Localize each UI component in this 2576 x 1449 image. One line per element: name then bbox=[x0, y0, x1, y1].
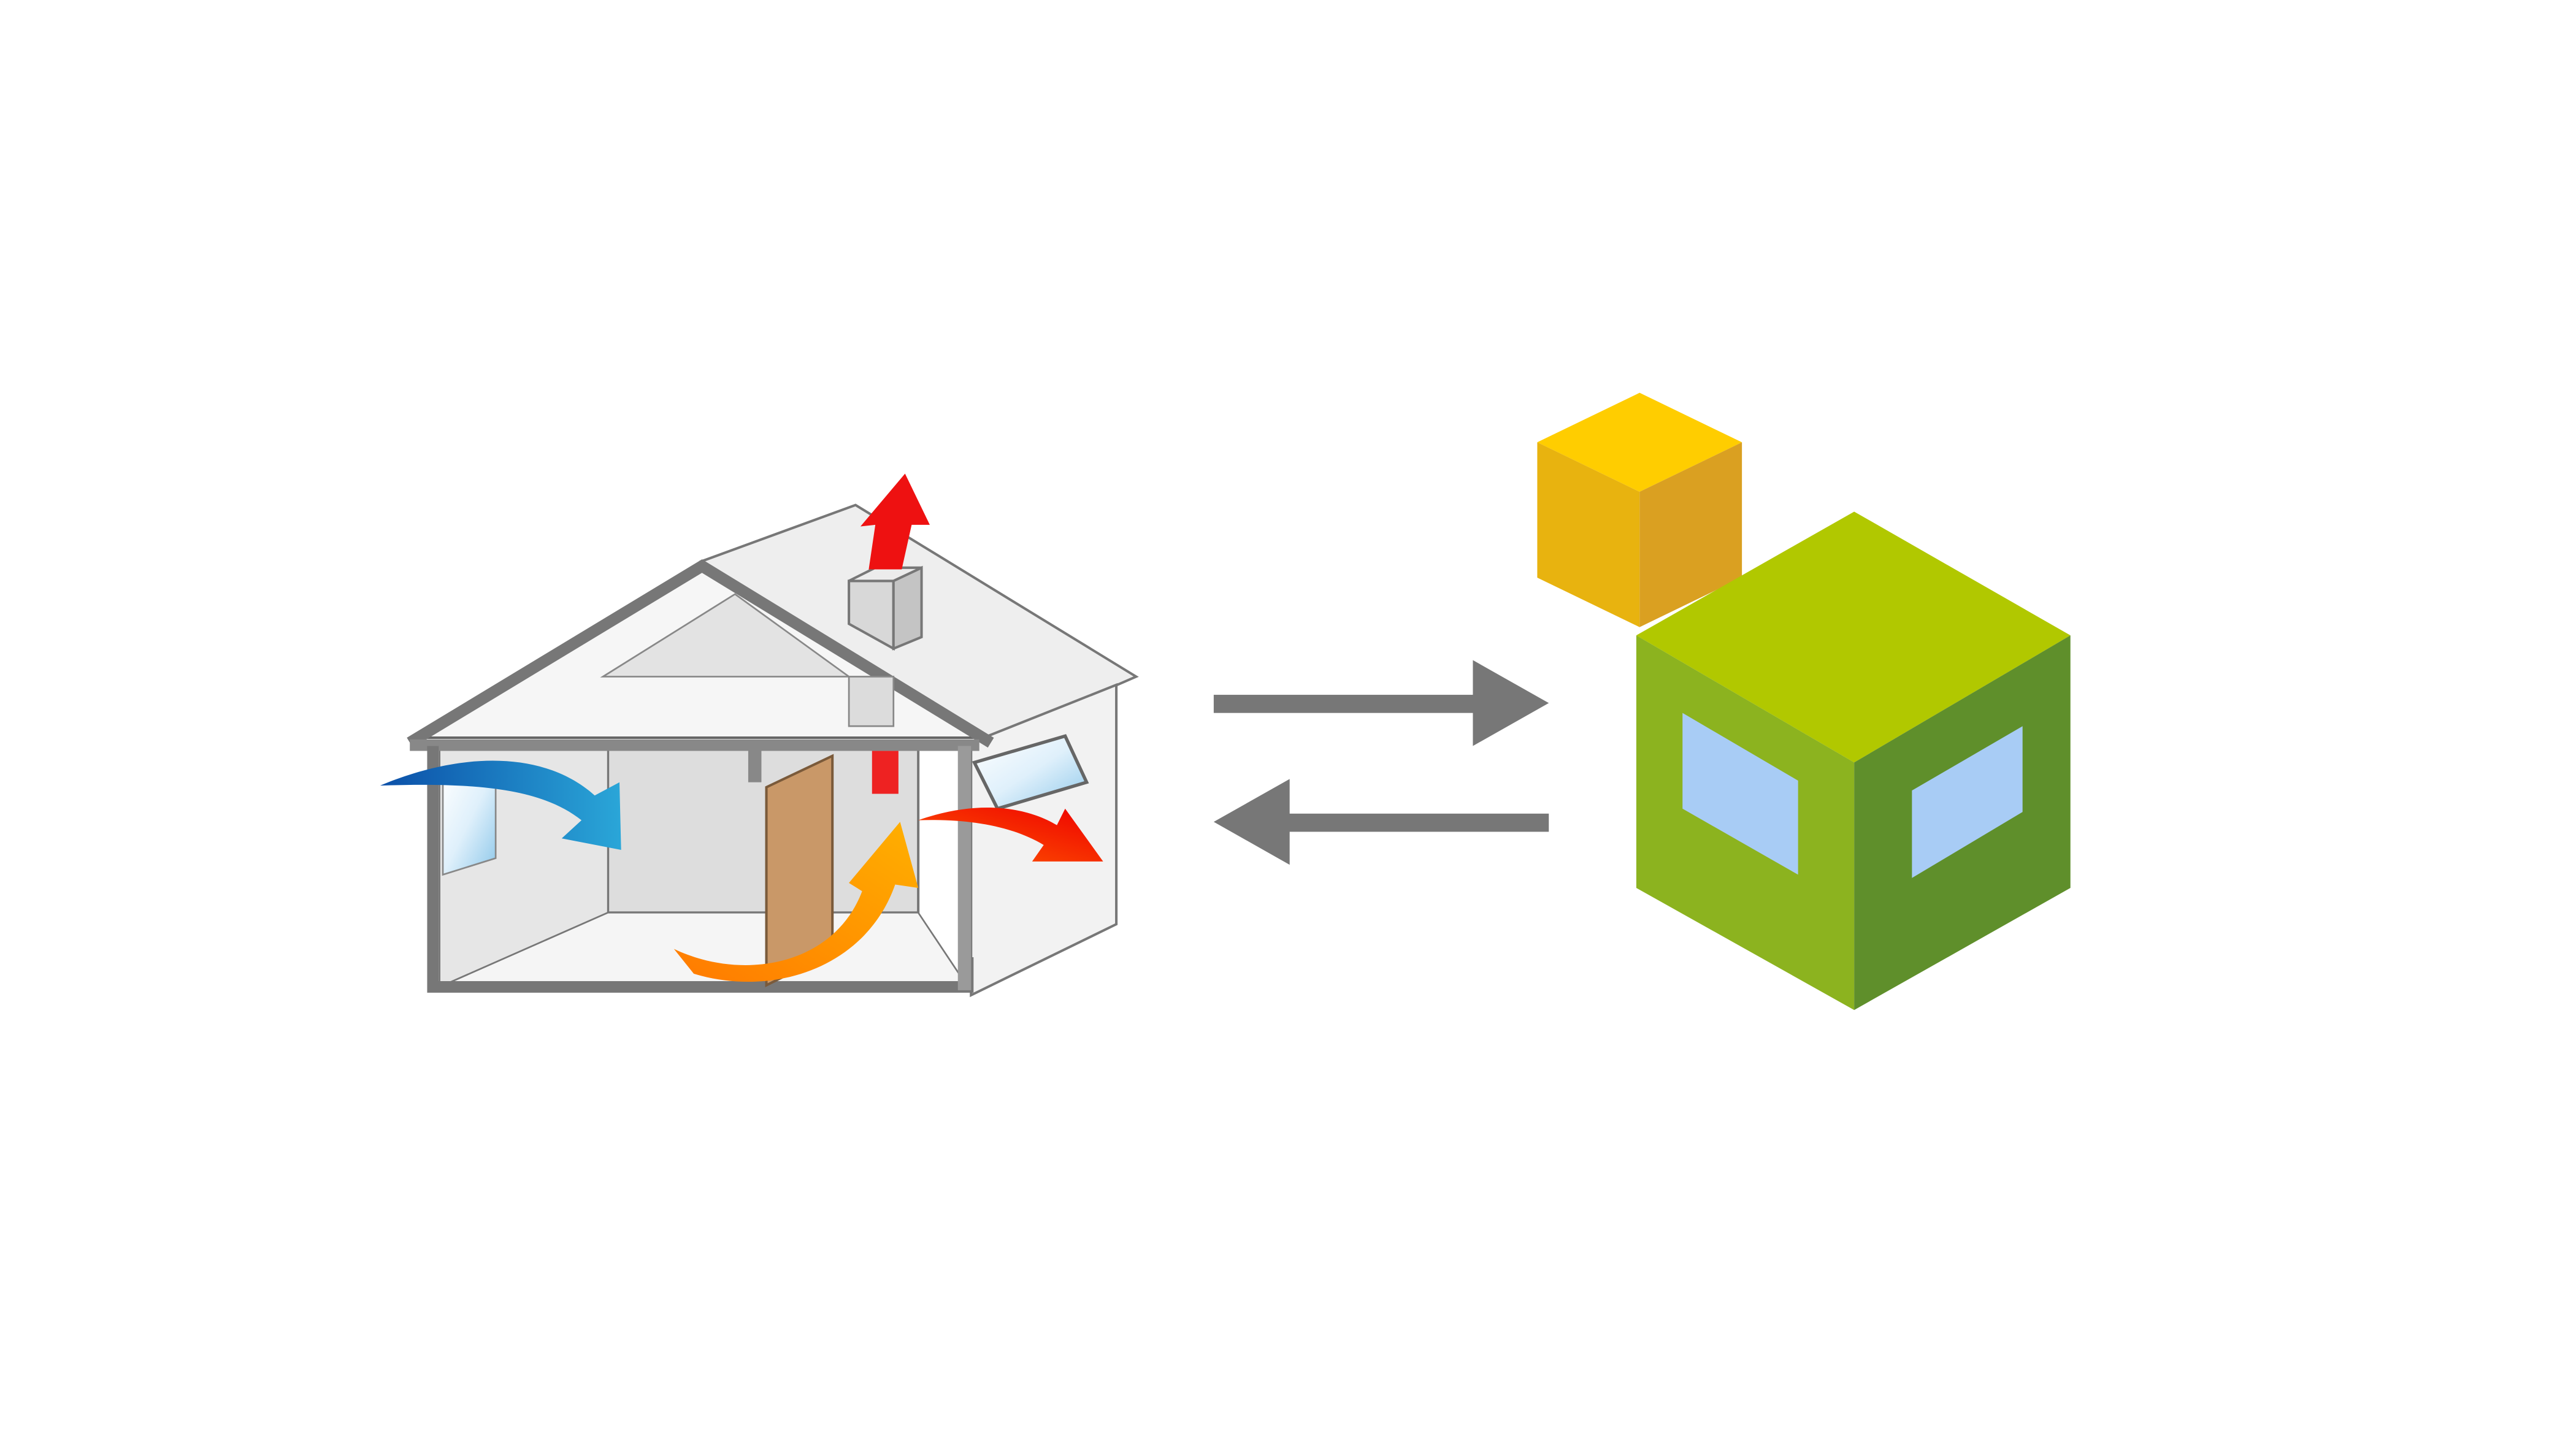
arrow-left-icon bbox=[1213, 779, 1549, 865]
small-cube bbox=[1537, 392, 1742, 627]
connector-arrows bbox=[1213, 660, 1549, 865]
warm-air-rising-arrow bbox=[673, 822, 919, 982]
heat-loss-chimney-arrow bbox=[860, 473, 930, 570]
cold-air-inflow-arrow bbox=[380, 760, 621, 851]
house-window-right bbox=[972, 734, 1089, 811]
house-airflow-icon bbox=[407, 503, 1139, 998]
house-ceiling bbox=[410, 739, 979, 751]
house-airflows bbox=[380, 473, 1103, 982]
heat-loss-window-arrow bbox=[918, 808, 1103, 862]
building-model-cubes-icon bbox=[1537, 392, 2071, 1011]
house-roof-edge bbox=[407, 559, 994, 748]
arrow-right-icon bbox=[1213, 660, 1549, 746]
cube-window-left bbox=[1682, 713, 1798, 875]
cube-window-right bbox=[1912, 726, 2023, 878]
large-cube bbox=[1636, 511, 2071, 1011]
